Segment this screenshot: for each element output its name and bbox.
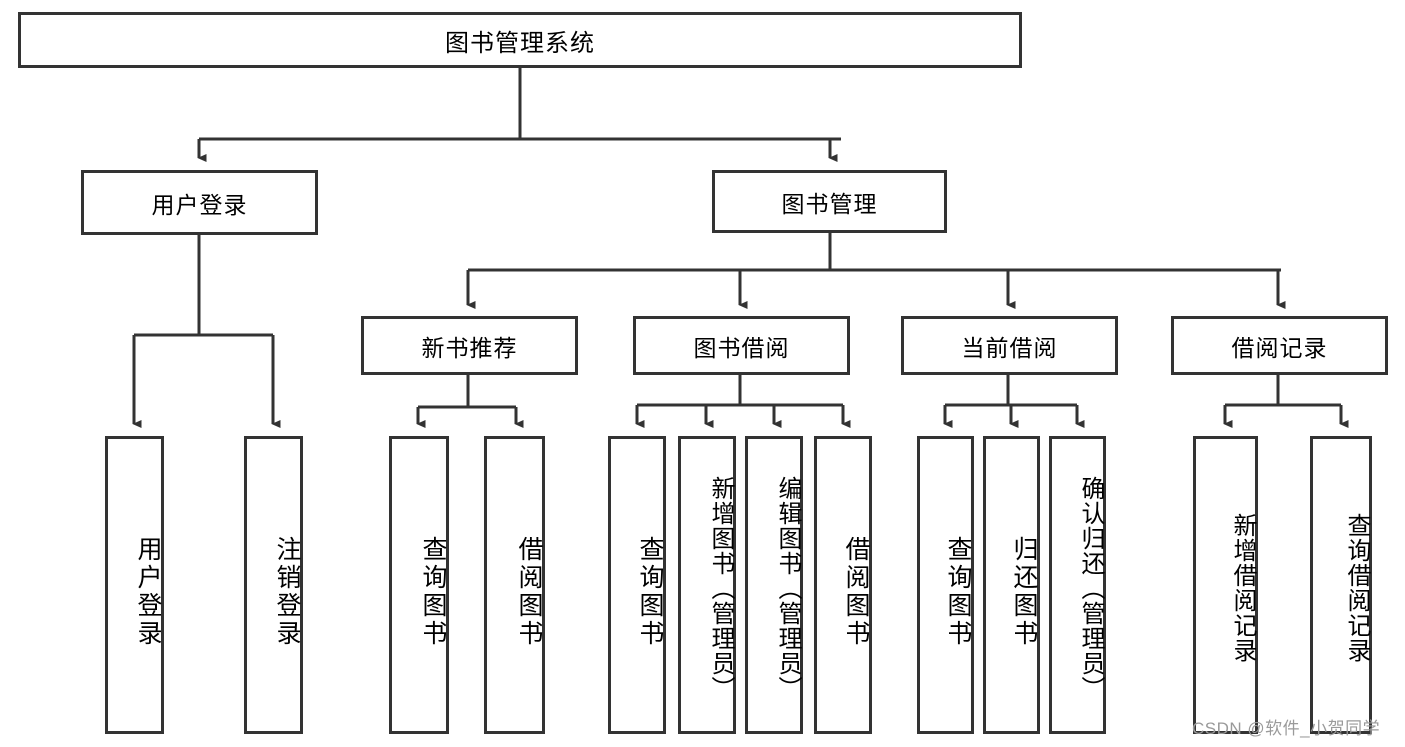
leaf-query-book-borrow[interactable]: 查询图书 xyxy=(608,436,666,734)
leaf-add-book-admin[interactable]: 新增图书（管理员） xyxy=(678,436,736,734)
leaf-query-book-current[interactable]: 查询图书 xyxy=(917,436,974,734)
node-borrow-record[interactable]: 借阅记录 xyxy=(1171,316,1388,375)
leaf-return-book[interactable]: 归还图书 xyxy=(983,436,1040,734)
node-new-book-recommend[interactable]: 新书推荐 xyxy=(361,316,578,375)
leaf-logout-login[interactable]: 注销登录 xyxy=(244,436,303,734)
leaf-query-borrow-record[interactable]: 查询借阅记录 xyxy=(1310,436,1372,734)
leaf-borrow-book[interactable]: 借阅图书 xyxy=(814,436,872,734)
node-book-borrow[interactable]: 图书借阅 xyxy=(633,316,850,375)
leaf-confirm-return-admin[interactable]: 确认归还（管理员） xyxy=(1049,436,1106,734)
node-book-management[interactable]: 图书管理 xyxy=(712,170,947,233)
leaf-edit-book-admin[interactable]: 编辑图书（管理员） xyxy=(745,436,803,734)
node-user-login[interactable]: 用户登录 xyxy=(81,170,318,235)
node-root-system[interactable]: 图书管理系统 xyxy=(18,12,1022,68)
leaf-borrow-book-recommend[interactable]: 借阅图书 xyxy=(484,436,545,734)
watermark-text: CSDN @软件_小贺同学 xyxy=(1192,719,1381,738)
node-current-borrow[interactable]: 当前借阅 xyxy=(901,316,1118,375)
leaf-query-book-recommend[interactable]: 查询图书 xyxy=(389,436,449,734)
leaf-add-borrow-record[interactable]: 新增借阅记录 xyxy=(1193,436,1258,734)
leaf-user-login[interactable]: 用户登录 xyxy=(105,436,164,734)
